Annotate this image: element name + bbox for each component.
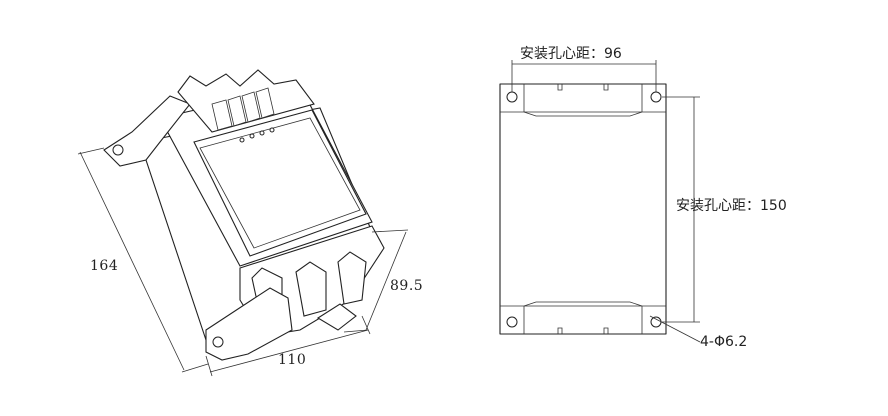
plate-outline [499,83,667,335]
dim-164: 164 [77,147,209,373]
dim-96: 安装孔心距：96 [511,46,657,92]
led-2 [249,133,255,139]
front-view [499,83,667,335]
cover-plate [193,109,367,257]
mount-hole-bl [506,316,518,328]
top-connector [177,69,315,133]
dim-150-label: 安装孔心距：150 [676,198,787,214]
mount-hole-br [650,316,662,328]
hole-callout: 4-Φ6.2 [649,315,747,350]
dim-164-label: 164 [90,258,118,274]
led-1 [239,137,245,143]
dim-110-label: 110 [278,352,306,368]
led-4 [269,127,275,133]
dim-96-label: 安装孔心距：96 [520,46,622,62]
bracket-hole-bottom [212,336,224,348]
led-3 [259,130,265,136]
dim-89-5-label: 89.5 [390,278,423,294]
bottom-bracket [205,287,293,361]
dim-89-5: 89.5 [343,229,423,333]
hole-callout-label: 4-Φ6.2 [700,334,747,350]
dim-110: 110 [205,315,371,377]
mount-hole-tl [506,91,518,103]
isometric-view [103,69,385,361]
bracket-hole-top [112,144,124,156]
dim-150: 安装孔心距：150 [662,96,787,323]
top-bracket [103,95,191,167]
mount-hole-tr [650,91,662,103]
